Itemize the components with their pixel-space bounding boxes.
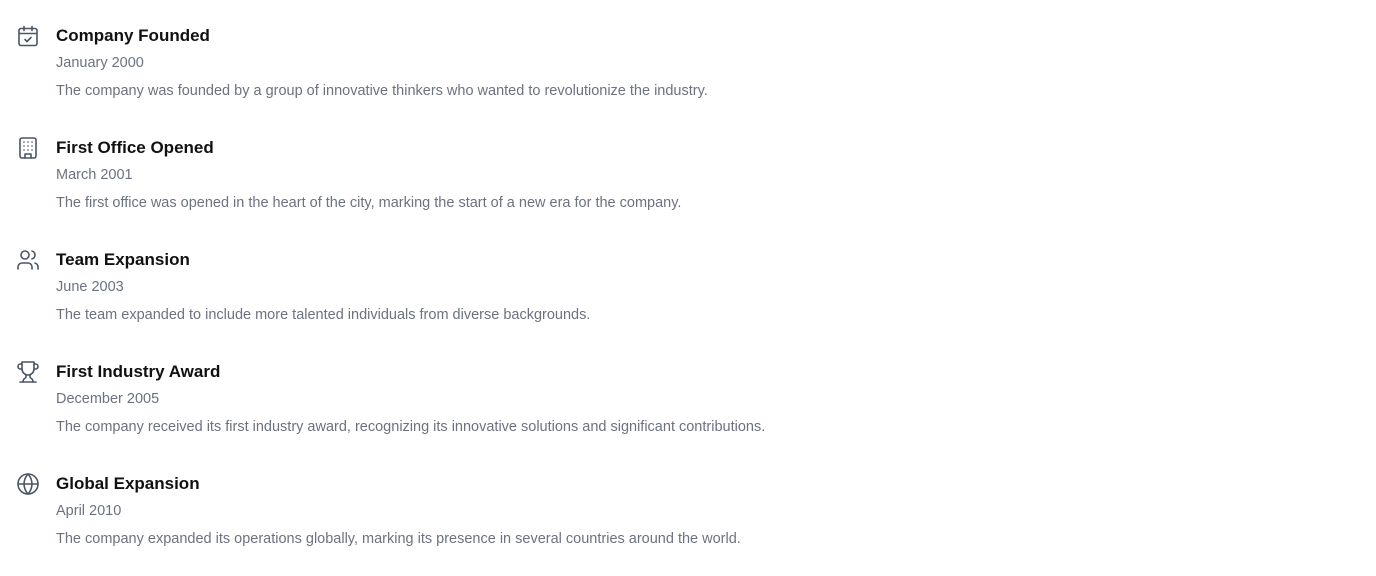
calendar-check-icon — [16, 24, 40, 48]
timeline-event: First Office Opened March 2001 The first… — [16, 136, 1376, 248]
event-date: April 2010 — [56, 503, 122, 519]
event-title: First Industry Award — [56, 362, 221, 381]
event-date: March 2001 — [56, 167, 133, 183]
event-description: The company received its first industry … — [56, 419, 766, 435]
event-description: The team expanded to include more talent… — [56, 307, 591, 323]
timeline-event: Company Founded January 2000 The company… — [16, 24, 1376, 136]
trophy-icon — [16, 360, 40, 384]
globe-icon — [16, 472, 40, 496]
event-content: Company Founded January 2000 The company… — [56, 24, 708, 100]
timeline-event: First Industry Award December 2005 The c… — [16, 360, 1376, 472]
event-content: First Industry Award December 2005 The c… — [56, 360, 765, 436]
event-description: The company was founded by a group of in… — [56, 83, 708, 99]
timeline-event: Team Expansion June 2003 The team expand… — [16, 248, 1376, 360]
event-description: The company expanded its operations glob… — [56, 531, 741, 547]
event-date: January 2000 — [56, 55, 144, 71]
event-title: Company Founded — [56, 26, 210, 45]
timeline-event: Global Expansion April 2010 The company … — [16, 472, 1376, 576]
event-content: First Office Opened March 2001 The first… — [56, 136, 681, 212]
event-content: Team Expansion June 2003 The team expand… — [56, 248, 590, 324]
users-icon — [16, 248, 40, 272]
event-title: Global Expansion — [56, 474, 200, 493]
building-icon — [16, 136, 40, 160]
event-date: June 2003 — [56, 279, 124, 295]
event-title: Team Expansion — [56, 250, 190, 269]
event-description: The first office was opened in the heart… — [56, 195, 682, 211]
event-date: December 2005 — [56, 391, 160, 407]
event-content: Global Expansion April 2010 The company … — [56, 472, 741, 548]
event-title: First Office Opened — [56, 138, 214, 157]
